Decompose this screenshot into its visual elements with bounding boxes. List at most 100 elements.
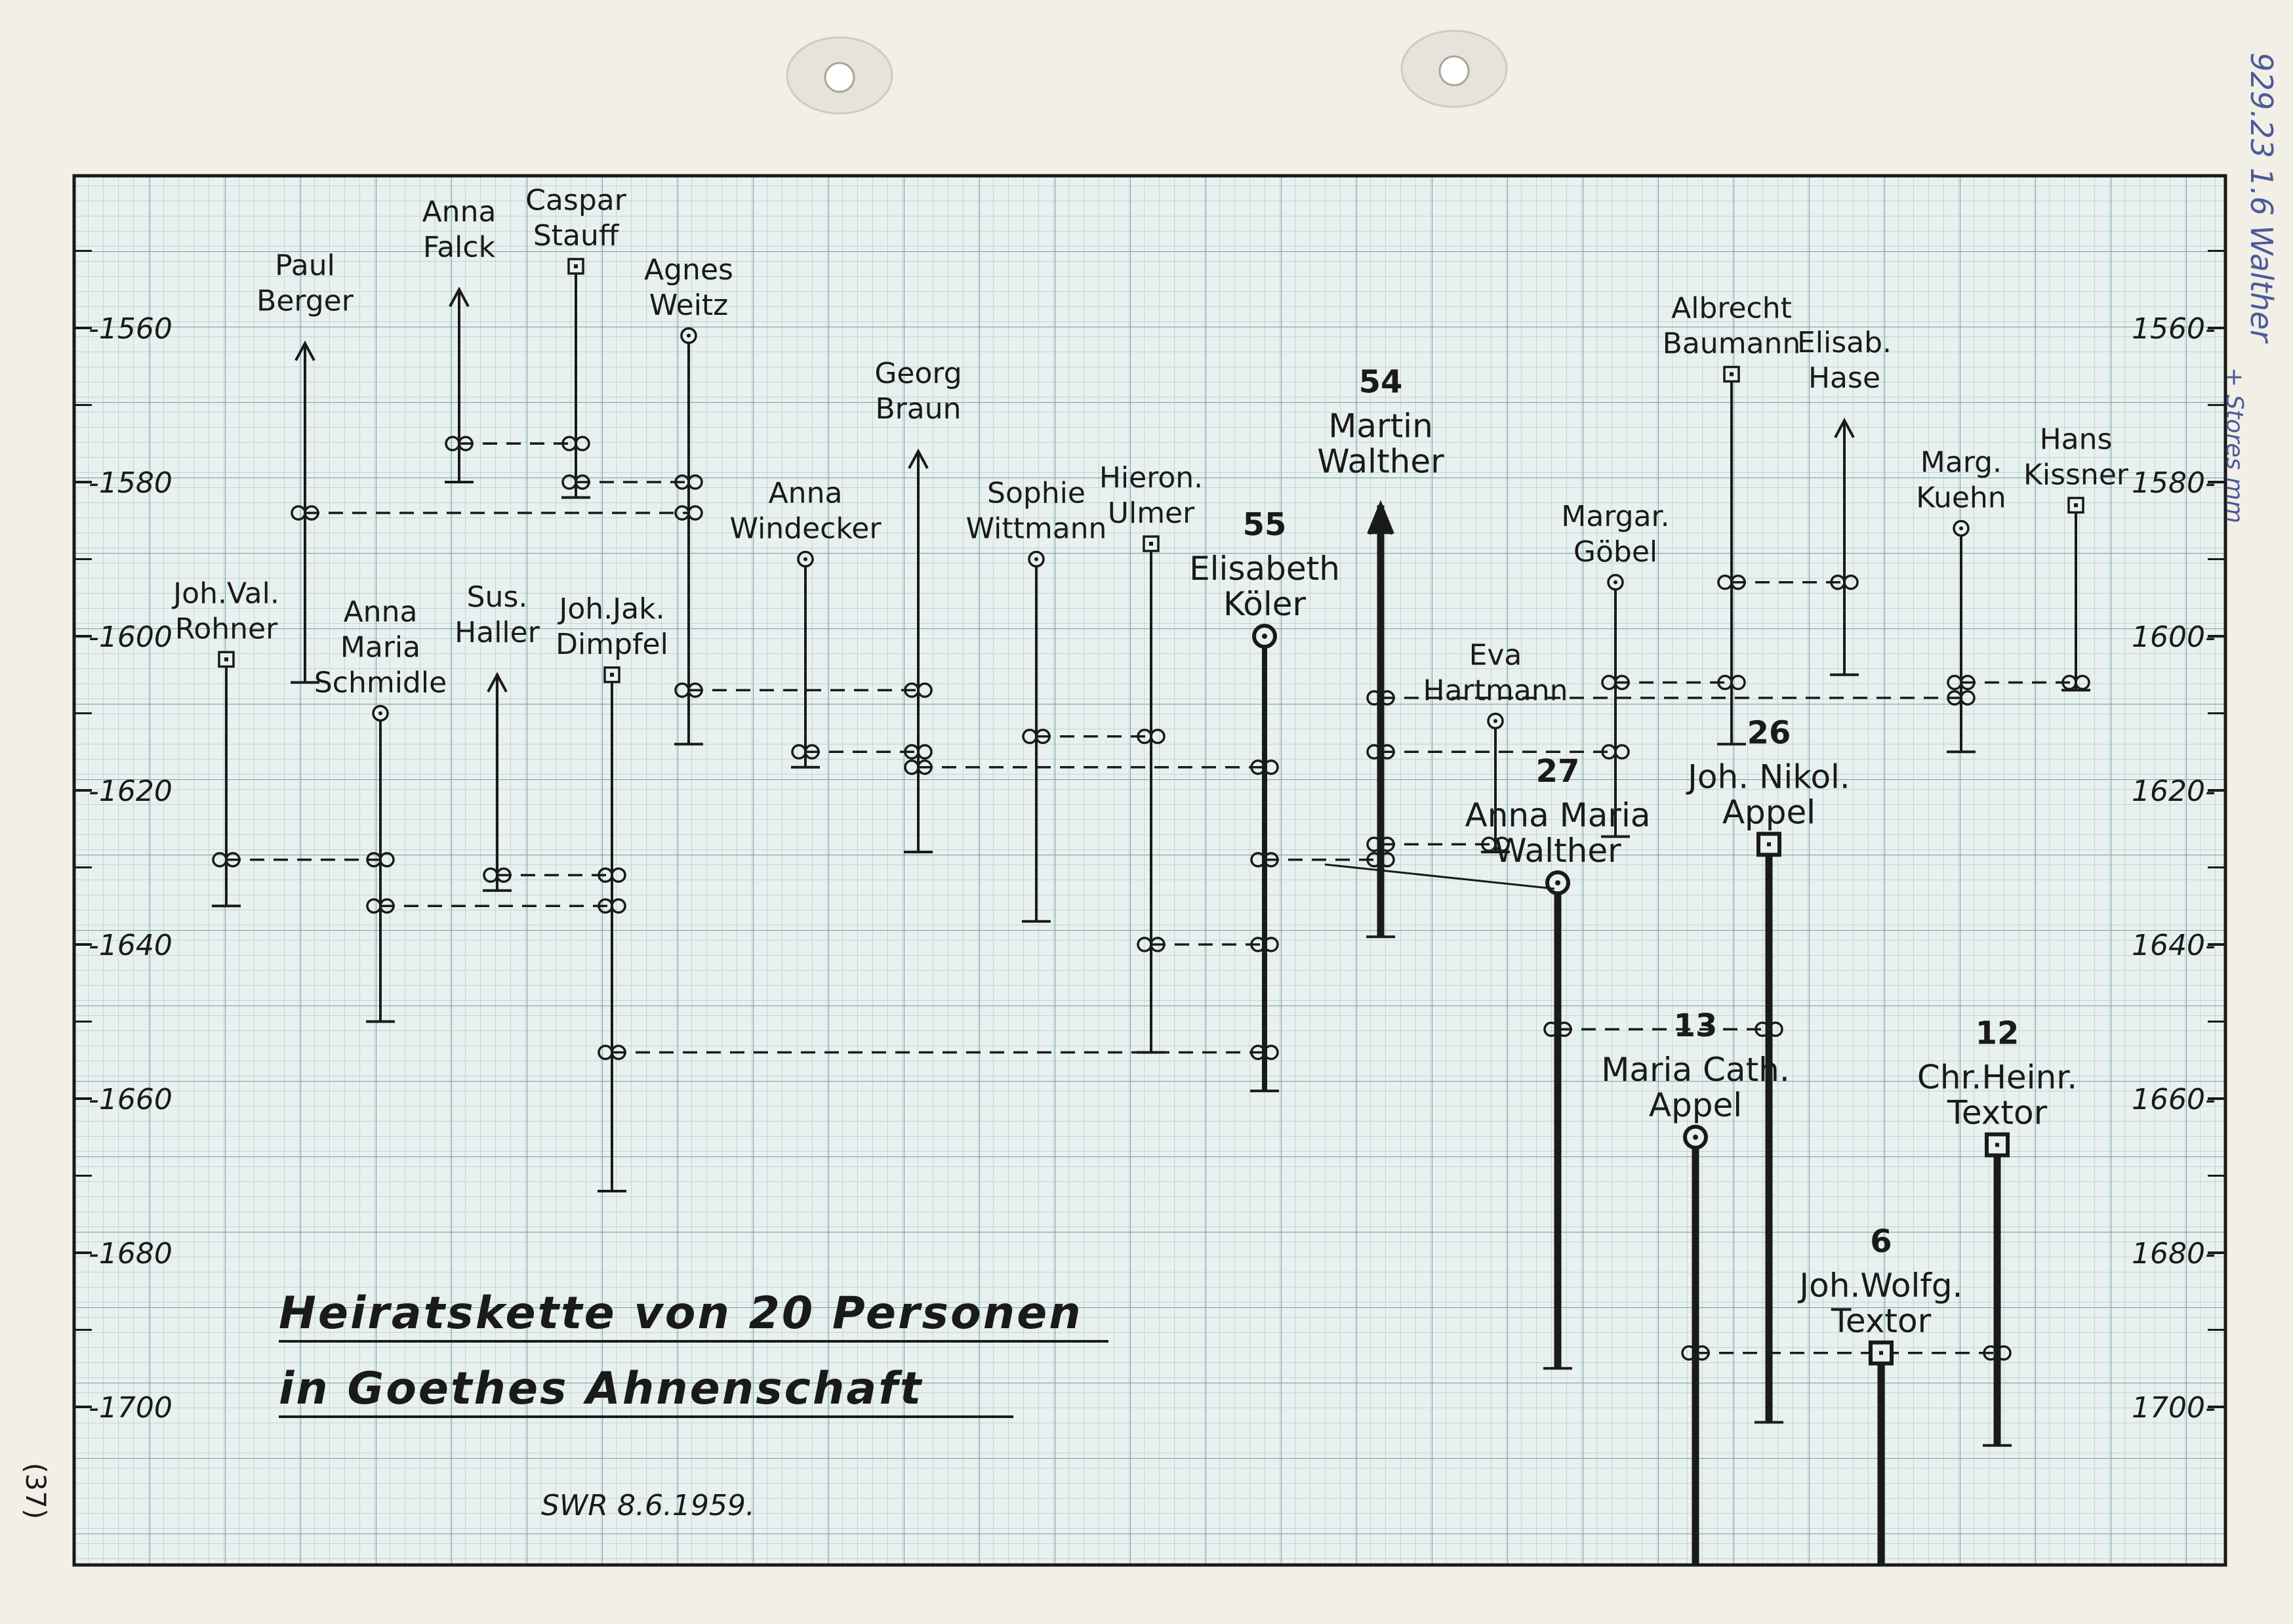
male-marker-dot [1730,372,1734,376]
person-name-line: Stauff [533,219,620,253]
axis-label-right: 1640- [2132,929,2216,962]
axis-label-right: 1580- [2132,466,2216,500]
male-marker-dot [610,672,614,677]
person-name-line: Textor [1831,1302,1932,1340]
lifeline-rohner: Joh.Val.Rohner [171,577,279,908]
lifelines: Joh.Val.RohnerPaulBergerAnnaMariaSchmidl… [171,184,2129,1565]
male-marker-dot [2074,503,2078,508]
arrow-up-icon [294,340,315,361]
person-name-line: Walther [1494,832,1621,870]
axis-label-left: -1700 [89,1391,172,1425]
person-name-line: Appel [1722,793,1816,831]
corner-mark: (37) [20,1463,52,1519]
person-name-line: Hase [1808,361,1880,395]
person-name-line: Anna [344,596,418,629]
person-name-line: Albrecht [1671,292,1792,325]
descent-link [1324,863,1555,890]
ancestor-number: 13 [1674,1007,1718,1044]
person-name-line: Joh.Val. [171,577,279,610]
female-marker-dot [1959,526,1963,531]
ancestor-number: 12 [1976,1015,2019,1052]
person-name-line: Weitz [649,289,729,322]
ancestor-number: 55 [1243,506,1287,543]
person-name-line: Dimpfel [556,628,668,661]
diagram-title-line1: Heiratskette von 20 Personen [279,1288,1083,1339]
female-marker-dot [687,333,691,338]
person-name-line: Kuehn [1916,481,2006,515]
male-marker-dot [1995,1143,1999,1147]
person-name-line: Elisabeth [1189,550,1340,588]
axis-label-right: 1620- [2132,775,2216,808]
person-name-line: Martin [1328,407,1433,445]
ancestor-number: 27 [1536,753,1580,790]
female-marker-dot [378,711,382,716]
person-name-line: Margar. [1561,500,1669,533]
person-name-line: Anna [422,195,497,228]
person-name-line: Elisab. [1797,326,1892,359]
female-marker-dot [1613,580,1617,584]
person-name-line: Joh.Jak. [557,592,664,626]
ancestor-number: 6 [1870,1223,1892,1260]
axis-label-right: 1560- [2132,312,2216,346]
axis-label-left: -1680 [89,1237,172,1270]
person-name-line: Anna [769,477,843,510]
person-name-line: Agnes [644,253,733,287]
person-name-line: Köler [1223,585,1307,623]
person-name-line: Kissner [2023,458,2129,491]
lifeline-dimpfel: Joh.Jak.Dimpfel [556,592,668,1192]
year-axes: -1560-1580-1600-1620-1640-1660-1680-1700… [74,250,2225,1425]
person-name-line: Chr.Heinr. [1917,1059,2077,1097]
axis-label-left: -1640 [89,929,172,962]
archive-mark: 929.23 1.6 Walther [2244,52,2279,344]
person-name-line: Anna Maria [1465,796,1651,834]
person-name-line: Hans [2040,422,2113,456]
female-marker-dot [1555,880,1560,885]
person-name-line: Joh.Wolfg. [1797,1267,1962,1305]
person-name-line: Georg [874,357,962,390]
axis-label-left: -1580 [89,466,172,500]
male-marker-dot [574,264,578,268]
arrow-up-icon [1367,500,1394,535]
person-name-line: Maria [340,631,420,664]
female-marker-dot [1693,1134,1698,1140]
person-name-line: Braun [875,392,961,426]
signature-date: SWR 8.6.1959. [541,1489,755,1522]
male-marker-dot [1149,542,1153,546]
person-name-line: Sus. [467,580,528,614]
axis-label-right: 1700- [2132,1391,2216,1425]
female-marker-dot [1262,634,1267,639]
person-name-line: Marg. [1920,446,2002,479]
person-name-line: Sophie [987,477,1086,510]
arrow-up-icon [487,672,508,693]
lifeline-jw_textor: Joh.Wolfg.Textor 6 [1797,1223,1963,1565]
arrow-up-icon [1834,417,1855,438]
lifeline-hase: Elisab.Hase [1797,326,1892,676]
arrow-up-icon [908,448,929,469]
person-name-line: Maria Cath. [1601,1051,1790,1089]
axis-label-left: -1620 [89,775,172,808]
person-name-line: Falck [423,230,496,264]
male-marker-dot [1879,1350,1883,1355]
person-name-line: Eva [1469,638,1522,672]
person-name-line: Haller [455,616,540,649]
person-name-line: Walther [1317,442,1444,480]
person-name-line: Hartmann [1423,674,1568,707]
lifeline-haller: Sus.Haller [455,580,540,892]
person-name-line: Schmidle [314,666,447,700]
person-name-line: Joh. Nikol. [1686,758,1850,796]
person-name-line: Göbel [1573,535,1657,569]
